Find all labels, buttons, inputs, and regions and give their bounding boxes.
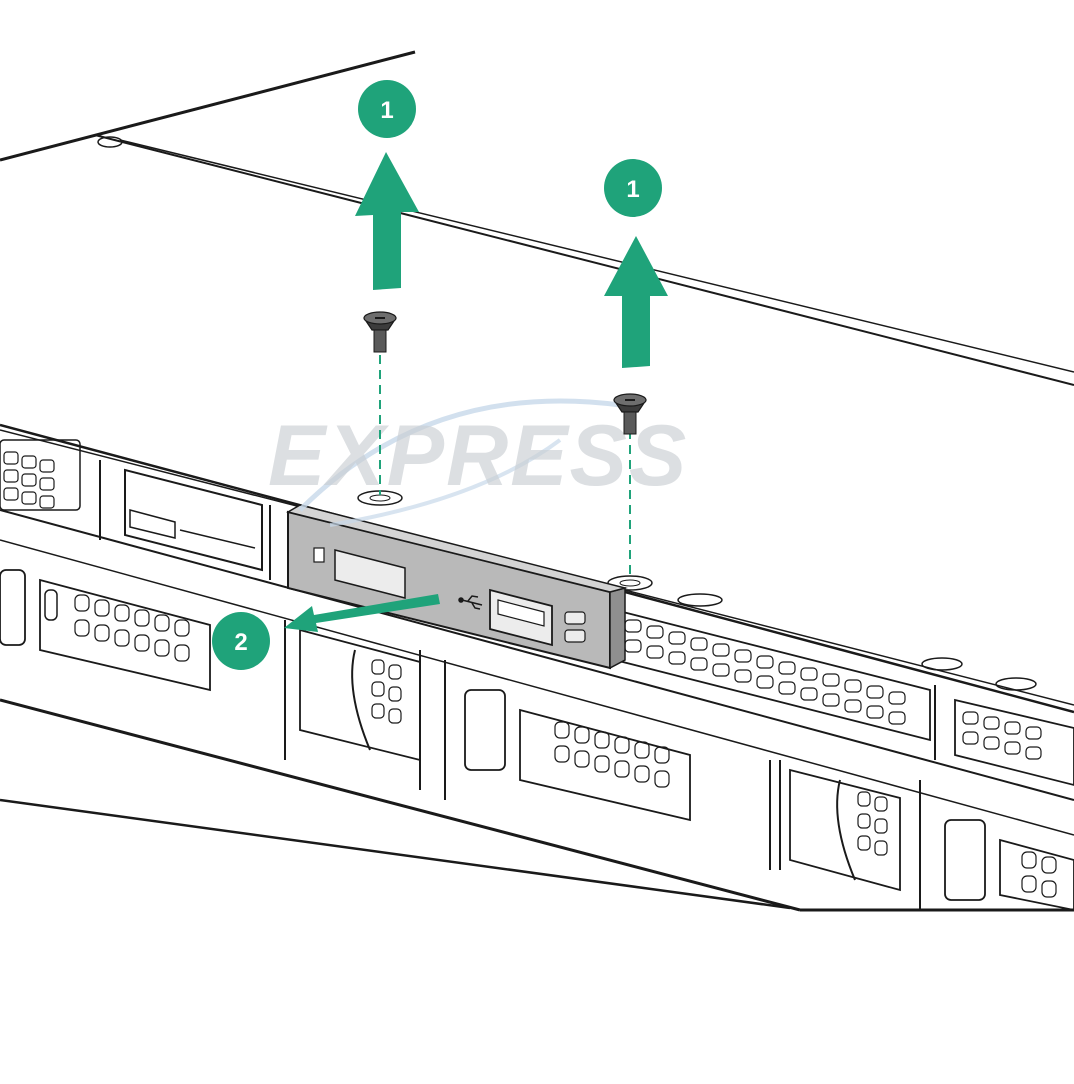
drive-bay-2 xyxy=(299,628,421,762)
vent-left xyxy=(0,439,81,511)
screw-icon xyxy=(363,311,397,353)
arrow-up-icon xyxy=(355,152,419,290)
svg-text:1: 1 xyxy=(380,97,393,124)
drive-bay-5 xyxy=(944,819,1074,911)
arrow-up-icon xyxy=(604,236,668,368)
front-bezel xyxy=(0,423,1074,912)
svg-text:2: 2 xyxy=(234,629,247,656)
vent-right-center xyxy=(614,608,931,742)
vent-far-right xyxy=(954,698,1074,786)
screw-icon xyxy=(613,393,647,435)
step-badge-1a: 1 xyxy=(358,80,416,138)
svg-text:1: 1 xyxy=(626,176,639,203)
step-badge-1b: 1 xyxy=(604,159,662,217)
front-io-panel xyxy=(286,504,628,670)
usb-port xyxy=(489,588,553,647)
chassis-top-cover xyxy=(0,50,1074,706)
step-badge-2: 2 xyxy=(212,612,270,670)
usb-icon xyxy=(458,595,483,610)
drive-bay-1 xyxy=(0,569,211,692)
guide-lines xyxy=(379,355,631,580)
arrow-left-icon xyxy=(284,594,440,632)
express-watermark: EXPRESS xyxy=(268,398,688,527)
drive-bay-3 xyxy=(464,689,691,822)
watermark-text: EXPRESS xyxy=(268,408,688,504)
media-slot xyxy=(124,468,263,572)
drive-bay-4 xyxy=(789,768,901,892)
